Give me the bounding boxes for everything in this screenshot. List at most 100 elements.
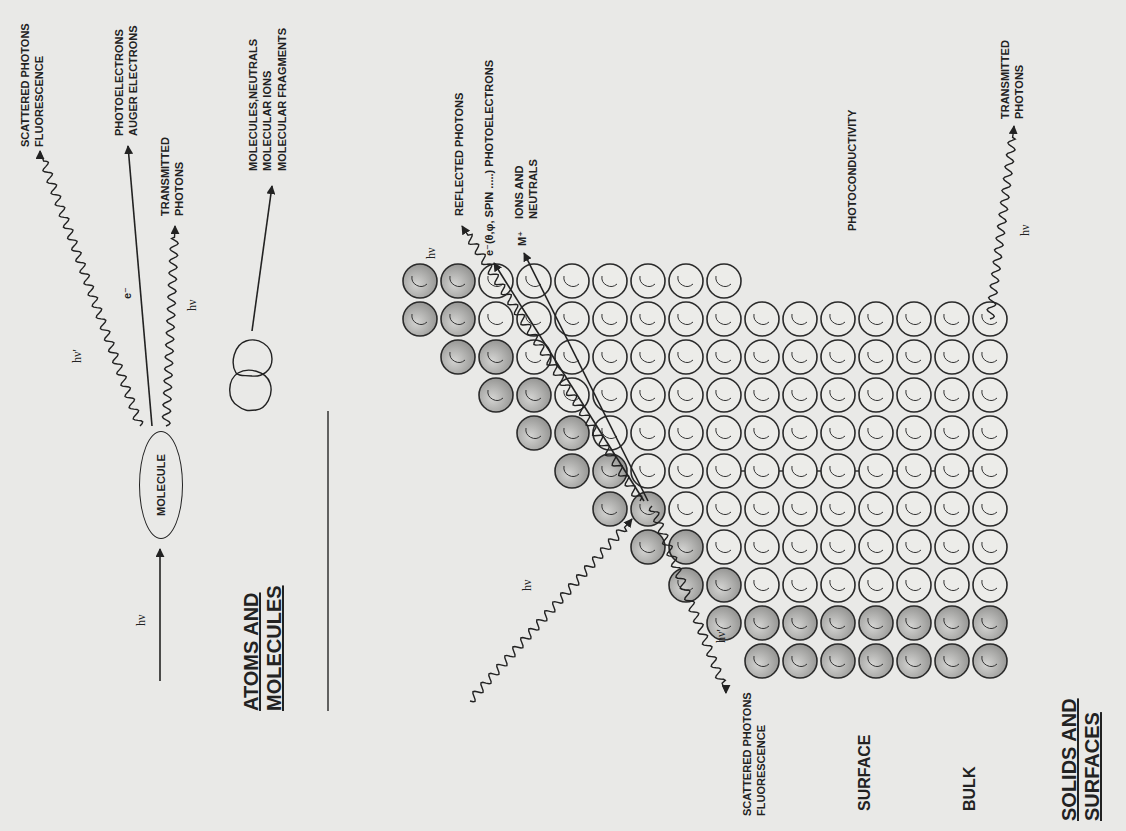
- atom-mark: [602, 314, 617, 324]
- atom: [669, 302, 703, 336]
- atom-mark: [450, 314, 465, 324]
- atom: [973, 606, 1007, 640]
- atom-mark: [982, 504, 997, 514]
- atom-mark: [564, 466, 579, 476]
- atom-mark: [488, 352, 503, 362]
- atom: [669, 416, 703, 450]
- atom: [821, 568, 855, 602]
- output-label: TRANSMITTED PHOTONS: [998, 24, 1027, 119]
- atom-mark: [792, 656, 807, 666]
- atom-mark: [412, 314, 427, 324]
- atom: [783, 530, 817, 564]
- atom-mark: [640, 314, 655, 324]
- atom-mark: [526, 390, 541, 400]
- atom-mark: [488, 314, 503, 324]
- atom-mark: [754, 390, 769, 400]
- atom: [973, 492, 1007, 526]
- output-label: e⁻(θ,φ, SPIN .....) PHOTOELECTRONS: [482, 60, 496, 256]
- atom: [973, 340, 1007, 374]
- photon-symbol: hν: [185, 300, 201, 311]
- atom: [821, 606, 855, 640]
- atom-mark: [868, 352, 883, 362]
- atom: [707, 264, 741, 298]
- atom-mark: [792, 580, 807, 590]
- atom-mark: [868, 314, 883, 324]
- atom-mark: [564, 314, 579, 324]
- atom-mark: [716, 276, 731, 286]
- atom: [669, 340, 703, 374]
- atom-mark: [716, 504, 731, 514]
- atom-mark: [868, 580, 883, 590]
- atom: [669, 454, 703, 488]
- atom-mark: [830, 314, 845, 324]
- atom: [441, 264, 475, 298]
- atom-mark: [602, 352, 617, 362]
- atom: [897, 416, 931, 450]
- atom-mark: [564, 428, 579, 438]
- atom: [517, 264, 551, 298]
- atom-mark: [526, 314, 541, 324]
- ion-symbol: M⁺: [515, 231, 529, 246]
- atom: [821, 454, 855, 488]
- atom-mark: [982, 580, 997, 590]
- atom: [783, 454, 817, 488]
- atom-mark: [678, 390, 693, 400]
- atom-mark: [678, 466, 693, 476]
- fragment: [233, 340, 272, 376]
- atom-mark: [906, 352, 921, 362]
- atom: [707, 340, 741, 374]
- atom: [745, 530, 779, 564]
- atom: [859, 416, 893, 450]
- incident-photon-arrow: [470, 519, 632, 702]
- atom: [745, 340, 779, 374]
- atom: [935, 302, 969, 336]
- atom-mark: [754, 580, 769, 590]
- atom: [859, 644, 893, 678]
- node-text: MOLECULE: [155, 454, 167, 516]
- atom: [745, 378, 779, 412]
- atom-mark: [640, 466, 655, 476]
- atom-mark: [868, 466, 883, 476]
- atom-mark: [982, 618, 997, 628]
- photon-symbol: hν: [134, 615, 150, 626]
- atom-mark: [906, 428, 921, 438]
- atom-mark: [906, 314, 921, 324]
- atom: [593, 340, 627, 374]
- atom: [935, 454, 969, 488]
- atom-mark: [906, 504, 921, 514]
- atom-mark: [906, 656, 921, 666]
- atom-mark: [640, 276, 655, 286]
- atom: [897, 454, 931, 488]
- output-label: IONS AND NEUTRALS: [512, 144, 541, 219]
- photoelectron-arrow: [494, 263, 644, 501]
- atom: [821, 492, 855, 526]
- atom-mark: [754, 314, 769, 324]
- atom-mark: [906, 466, 921, 476]
- atom: [745, 606, 779, 640]
- atom-mark: [716, 618, 731, 628]
- atom-mark: [868, 656, 883, 666]
- atom: [973, 644, 1007, 678]
- atom-mark: [906, 542, 921, 552]
- atom: [821, 302, 855, 336]
- scattered-photon-arrow: [649, 506, 726, 693]
- atom: [479, 302, 513, 336]
- atom-mark: [678, 504, 693, 514]
- atom: [935, 416, 969, 450]
- transmitted-photon-arrow: [987, 126, 1015, 319]
- atom-mark: [678, 428, 693, 438]
- transmitted-photon-arrow: [162, 226, 178, 426]
- atom: [935, 340, 969, 374]
- region-label: BULK: [960, 767, 981, 811]
- atom-mark: [982, 542, 997, 552]
- atom-mark: [944, 618, 959, 628]
- atom: [973, 568, 1007, 602]
- atom: [707, 568, 741, 602]
- atom: [935, 606, 969, 640]
- atom-mark: [944, 428, 959, 438]
- atom: [935, 378, 969, 412]
- atom: [821, 644, 855, 678]
- atom: [707, 492, 741, 526]
- atom: [631, 454, 665, 488]
